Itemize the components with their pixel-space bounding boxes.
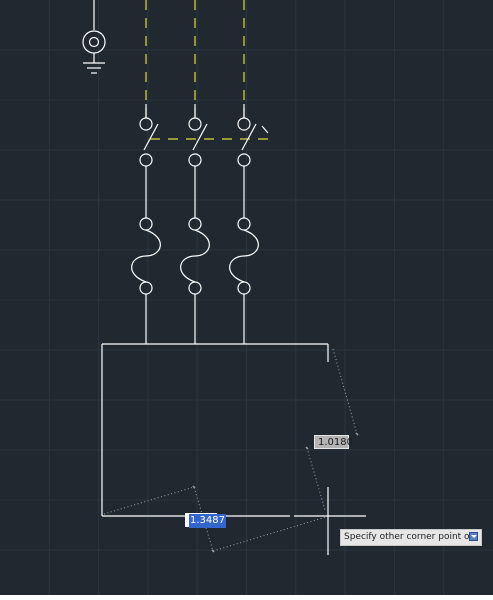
phase-1-switch-top-contact (139, 117, 153, 131)
phase-1-fuse-element (131, 229, 161, 283)
dimension-arrow-ticks (192, 432, 359, 553)
terminal-inner-ring (88, 36, 100, 48)
phase-3-switch-blade-extension (261, 125, 269, 134)
phase-2-fuse-element (180, 229, 210, 283)
tick-top (355, 432, 359, 436)
horizontal-dimension-value: 1.3487 (189, 514, 226, 528)
disconnect-link-lines (145, 0, 270, 140)
phase-2-circuit (180, 104, 210, 344)
horizontal-dimension-input[interactable]: 1.3487 (185, 513, 226, 528)
ground-symbol (82, 0, 106, 74)
dimension-guides (103, 348, 358, 552)
phase-3-switch-top-contact (237, 117, 251, 131)
tick-mid (305, 446, 309, 450)
phase-3-circuit (229, 104, 269, 344)
down-arrow-icon[interactable] (469, 532, 478, 541)
phase-3-switch-blade (241, 123, 257, 151)
tick-bottom (211, 549, 215, 553)
phase-2-switch-top-contact (188, 117, 202, 131)
phase-3-fuse-element (229, 229, 259, 283)
phase-1-switch-blade (143, 123, 159, 151)
tick-left (192, 485, 196, 489)
crosshair-cursor (294, 487, 366, 555)
vertical-dim-return (306, 447, 326, 511)
vertical-dim-guide (332, 348, 358, 435)
phase-1-circuit (131, 104, 161, 344)
phase-2-switch-blade (192, 123, 208, 151)
vertical-dimension-input[interactable]: 1.0180 (314, 435, 353, 449)
command-prompt-tooltip: Specify other corner point or (340, 529, 482, 546)
command-prompt-text: Specify other corner point or (344, 532, 474, 542)
